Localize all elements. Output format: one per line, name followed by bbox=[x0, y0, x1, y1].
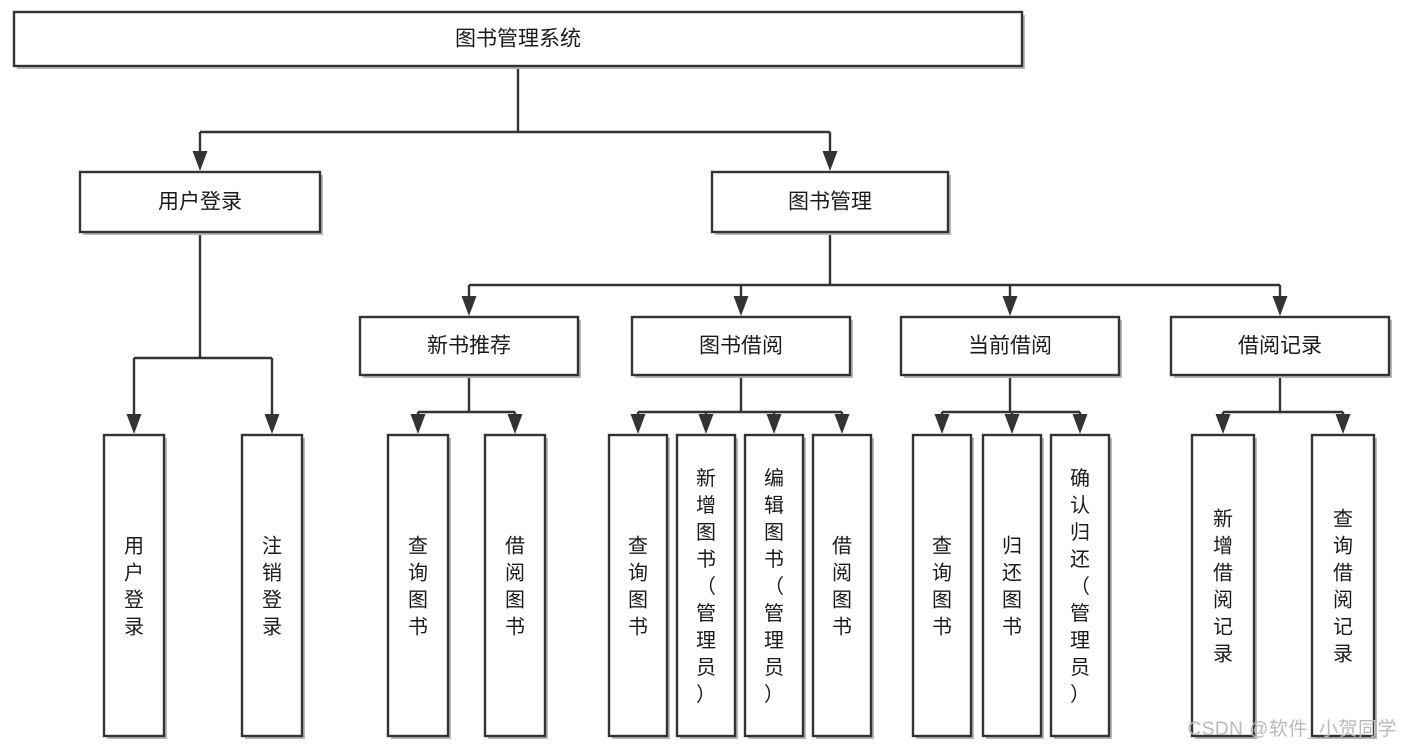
node-label: 查询图书 bbox=[408, 535, 428, 639]
node-label: 新增借阅记录 bbox=[1213, 508, 1233, 666]
node-rect bbox=[102, 433, 166, 738]
node-leaf-return-book[interactable]: 归还图书 bbox=[981, 433, 1044, 739]
node-label: 借阅图书 bbox=[832, 535, 852, 639]
node-newbook[interactable]: 新书推荐 bbox=[358, 315, 581, 378]
node-rect bbox=[386, 433, 450, 738]
connector-layer bbox=[126, 66, 1351, 434]
node-login[interactable]: 用户登录 bbox=[78, 170, 323, 235]
node-rect bbox=[911, 433, 973, 738]
node-label: 借阅图书 bbox=[505, 535, 525, 639]
node-rect bbox=[811, 433, 873, 738]
node-rect bbox=[1190, 433, 1256, 738]
node-label: 图书借阅 bbox=[699, 335, 783, 358]
node-label: 新书推荐 bbox=[427, 335, 511, 358]
node-label: 归还图书 bbox=[1002, 535, 1022, 639]
node-rect bbox=[1310, 433, 1376, 738]
node-rect bbox=[240, 433, 304, 738]
node-root[interactable]: 图书管理系统 bbox=[12, 10, 1025, 69]
node-current[interactable]: 当前借阅 bbox=[899, 315, 1122, 378]
node-rect bbox=[78, 170, 322, 234]
node-rect bbox=[483, 433, 547, 738]
node-label: 查询图书 bbox=[932, 535, 952, 639]
node-label: 新增图书（管理员） bbox=[696, 467, 716, 706]
node-rect bbox=[743, 433, 805, 738]
node-rect bbox=[630, 315, 852, 377]
csdn-watermark: CSDN @软件_小贺同学 bbox=[1187, 719, 1397, 740]
node-leaf-query-record[interactable]: 查询借阅记录 bbox=[1310, 433, 1377, 739]
node-leaf-confirm-return[interactable]: 确认归还（管理员） bbox=[1049, 433, 1112, 739]
node-label: 确认归还（管理员） bbox=[1070, 467, 1090, 706]
node-label: 注销登录 bbox=[262, 535, 282, 639]
node-leaf-edit-book[interactable]: 编辑图书（管理员） bbox=[743, 433, 806, 739]
node-rect bbox=[710, 170, 950, 234]
node-label: 借阅记录 bbox=[1238, 335, 1322, 358]
node-leaf-borrow-book-1[interactable]: 借阅图书 bbox=[483, 433, 548, 739]
node-leaf-borrow-book-2[interactable]: 借阅图书 bbox=[811, 433, 874, 739]
node-label: 图书管理系统 bbox=[455, 28, 581, 51]
node-layer: 图书管理系统用户登录图书管理新书推荐图书借阅当前借阅借阅记录用户登录注销登录查询… bbox=[12, 10, 1392, 739]
node-leaf-user-login[interactable]: 用户登录 bbox=[102, 433, 167, 739]
node-rect bbox=[358, 315, 580, 377]
node-leaf-add-record[interactable]: 新增借阅记录 bbox=[1190, 433, 1257, 739]
node-label: 查询图书 bbox=[628, 535, 648, 639]
node-label: 用户登录 bbox=[158, 191, 242, 214]
node-leaf-user-logout[interactable]: 注销登录 bbox=[240, 433, 305, 739]
node-bookmgmt[interactable]: 图书管理 bbox=[710, 170, 951, 235]
node-label: 用户登录 bbox=[124, 536, 144, 639]
node-rect bbox=[12, 10, 1024, 68]
node-records[interactable]: 借阅记录 bbox=[1169, 315, 1392, 378]
node-rect bbox=[1169, 315, 1391, 377]
node-label: 编辑图书（管理员） bbox=[764, 467, 784, 706]
node-rect bbox=[899, 315, 1121, 377]
node-rect bbox=[1049, 433, 1111, 738]
node-leaf-query-book-1[interactable]: 查询图书 bbox=[386, 433, 451, 739]
node-leaf-query-book-3[interactable]: 查询图书 bbox=[911, 433, 974, 739]
node-leaf-add-book[interactable]: 新增图书（管理员） bbox=[675, 433, 738, 739]
node-rect bbox=[607, 433, 669, 738]
node-rect bbox=[675, 433, 737, 738]
node-leaf-query-book-2[interactable]: 查询图书 bbox=[607, 433, 670, 739]
node-borrow[interactable]: 图书借阅 bbox=[630, 315, 853, 378]
node-label: 当前借阅 bbox=[968, 335, 1052, 358]
node-label: 图书管理 bbox=[788, 191, 872, 214]
node-rect bbox=[981, 433, 1043, 738]
node-label: 查询借阅记录 bbox=[1333, 508, 1353, 666]
